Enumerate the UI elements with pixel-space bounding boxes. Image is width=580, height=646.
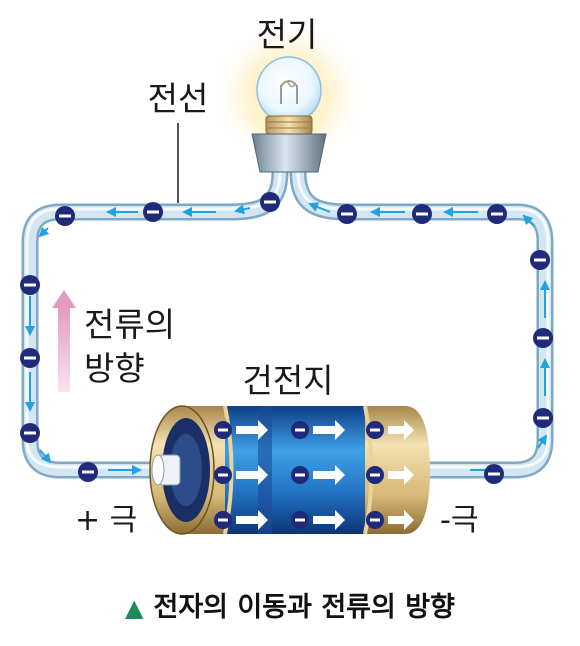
caption-text: 전자의 이동과 전류의 방향 [153,592,455,623]
electron [55,206,75,226]
wire-electrons [20,192,553,484]
electron [366,421,384,439]
electron [530,250,550,270]
electron [533,408,553,428]
electron [143,202,163,222]
electron [533,328,553,348]
electron [291,466,309,484]
battery-electrons [214,421,384,529]
light-bulb [251,56,327,173]
wire-label: 전선 [148,79,209,118]
electron [337,204,357,224]
positive-terminal-label: + 극 [75,503,137,538]
figure-caption: ▲ 전자의 이동과 전류의 방향 [0,585,580,624]
current-direction-label-line2: 방향 [84,349,145,388]
electron [20,348,40,368]
battery [149,405,430,535]
electron [484,464,504,484]
bulb-label: 전기 [257,15,318,54]
electron [214,466,232,484]
battery-flow-arrows [236,420,414,530]
electron [487,204,507,224]
electron [214,511,232,529]
current-direction-arrow [52,290,76,392]
electron [20,275,40,295]
electron [20,423,40,443]
current-direction-label-line1: 전류의 [84,305,175,344]
electron [366,511,384,529]
electron [366,466,384,484]
negative-terminal-label: -극 [440,503,478,538]
battery-label: 건전지 [242,361,333,400]
electron [214,421,232,439]
electron [412,204,432,224]
triangle-up-icon: ▲ [125,594,144,622]
electron [78,462,98,482]
electron [291,511,309,529]
electron-flow-arrows [25,202,550,475]
electron [291,421,309,439]
electron [260,192,280,212]
